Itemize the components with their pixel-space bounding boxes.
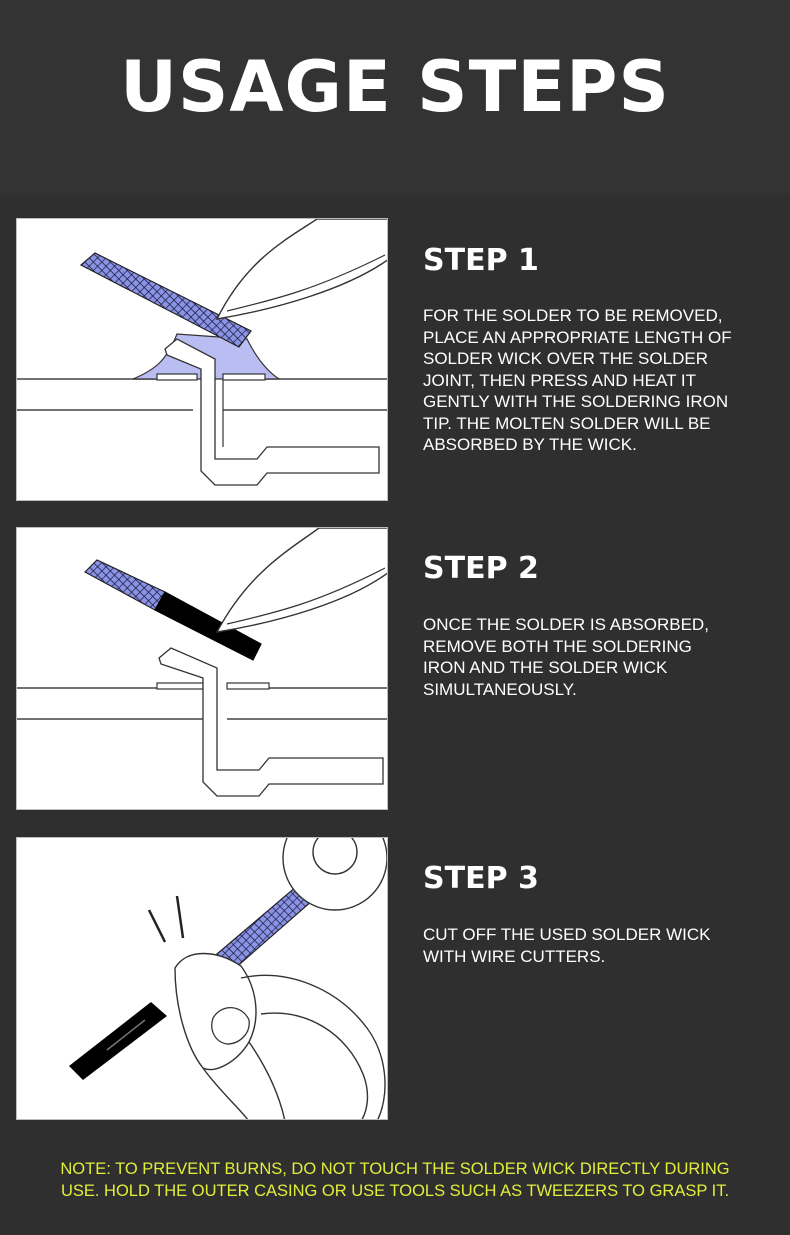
step-3-illustration — [16, 837, 388, 1120]
header-band — [0, 0, 790, 195]
step-1-description: FOR THE SOLDER TO BE REMOVED, PLACE AN A… — [423, 306, 732, 454]
step-2-heading: STEP 2 — [423, 551, 539, 586]
step-1-heading: STEP 1 — [423, 243, 539, 278]
step-1-illustration — [16, 218, 388, 501]
step-3-description: CUT OFF THE USED SOLDER WICK WITH WIRE C… — [423, 925, 711, 966]
step-3-heading: STEP 3 — [423, 861, 539, 896]
page-title: USAGE STEPS — [120, 46, 670, 128]
safety-note: NOTE: TO PREVENT BURNS, DO NOT TOUCH THE… — [60, 1160, 730, 1200]
step-2-illustration — [16, 527, 388, 810]
step-2-description: ONCE THE SOLDER IS ABSORBED, REMOVE BOTH… — [423, 615, 709, 699]
